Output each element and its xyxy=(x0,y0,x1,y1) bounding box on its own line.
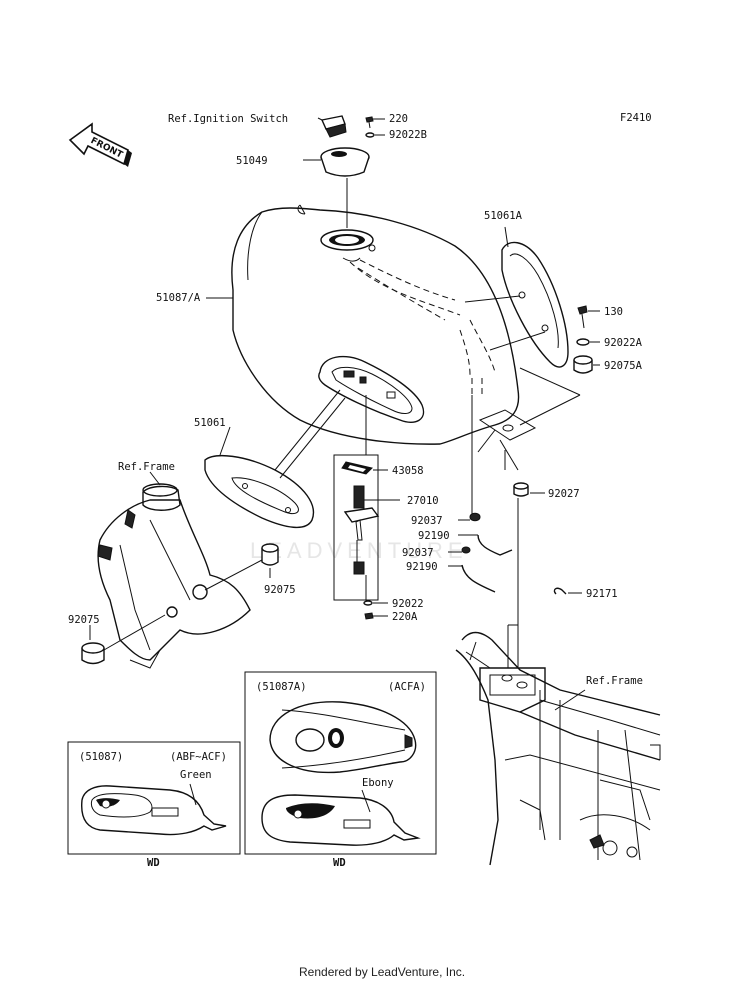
label-92171: 92171 xyxy=(586,588,618,600)
label-ref-frame-right: Ref.Frame xyxy=(586,675,643,687)
inset-right-color: Ebony xyxy=(362,777,394,789)
hardware-right xyxy=(519,305,600,426)
footer-credit: Rendered by LeadVenture, Inc. xyxy=(299,965,465,979)
inset-left-part: (51087) xyxy=(79,751,123,763)
inset-right-part: (51087A) xyxy=(256,681,307,693)
label-130: 130 xyxy=(604,306,623,318)
watermark: LEADVENTURE xyxy=(250,538,468,563)
front-arrow-icon: FRONT xyxy=(68,122,132,167)
fuel-tank xyxy=(231,204,537,453)
inset-left-caption: WD xyxy=(147,857,160,869)
label-51061: 51061 xyxy=(194,417,226,429)
label-51049: 51049 xyxy=(236,155,268,167)
label-92075-left: 92075 xyxy=(68,614,100,626)
label-92022: 92022 xyxy=(392,598,424,610)
label-92022B: 92022B xyxy=(389,129,427,141)
inset-left xyxy=(67,741,241,855)
inset-left-color: Green xyxy=(180,769,212,781)
label-27010: 27010 xyxy=(407,495,439,507)
frame-left xyxy=(81,471,279,669)
inset-right-caption: WD xyxy=(333,857,346,869)
label-92075-center: 92075 xyxy=(264,584,296,596)
label-92037-lower: 92037 xyxy=(402,547,434,559)
hose-clamps xyxy=(448,395,582,595)
label-43058: 43058 xyxy=(392,465,424,477)
diagram-code: F2410 xyxy=(620,112,652,124)
label-92022A: 92022A xyxy=(604,337,643,349)
label-92027: 92027 xyxy=(548,488,580,500)
inset-right-variant: (ACFA) xyxy=(388,681,426,693)
label-92190-upper: 92190 xyxy=(418,530,450,542)
label-ref-ignition-switch: Ref.Ignition Switch xyxy=(168,113,288,125)
label-220A: 220A xyxy=(392,611,418,623)
inset-left-variant: (ABF~ACF) xyxy=(170,751,227,763)
label-92037-upper: 92037 xyxy=(411,515,443,527)
label-220: 220 xyxy=(389,113,408,125)
side-cover-51061A xyxy=(464,226,569,368)
side-cover-51061 xyxy=(204,389,346,528)
label-92075A: 92075A xyxy=(604,360,643,372)
inset-right xyxy=(244,671,437,855)
label-51087A: 51087/A xyxy=(156,292,201,304)
grommet-92027 xyxy=(499,439,545,625)
frame-right xyxy=(455,624,661,866)
label-ref-frame-left: Ref.Frame xyxy=(118,461,175,473)
label-51061A: 51061A xyxy=(484,210,523,222)
fuel-cap-group xyxy=(303,115,385,228)
label-92190-lower: 92190 xyxy=(406,561,438,573)
fuel-cock-group xyxy=(333,395,400,620)
